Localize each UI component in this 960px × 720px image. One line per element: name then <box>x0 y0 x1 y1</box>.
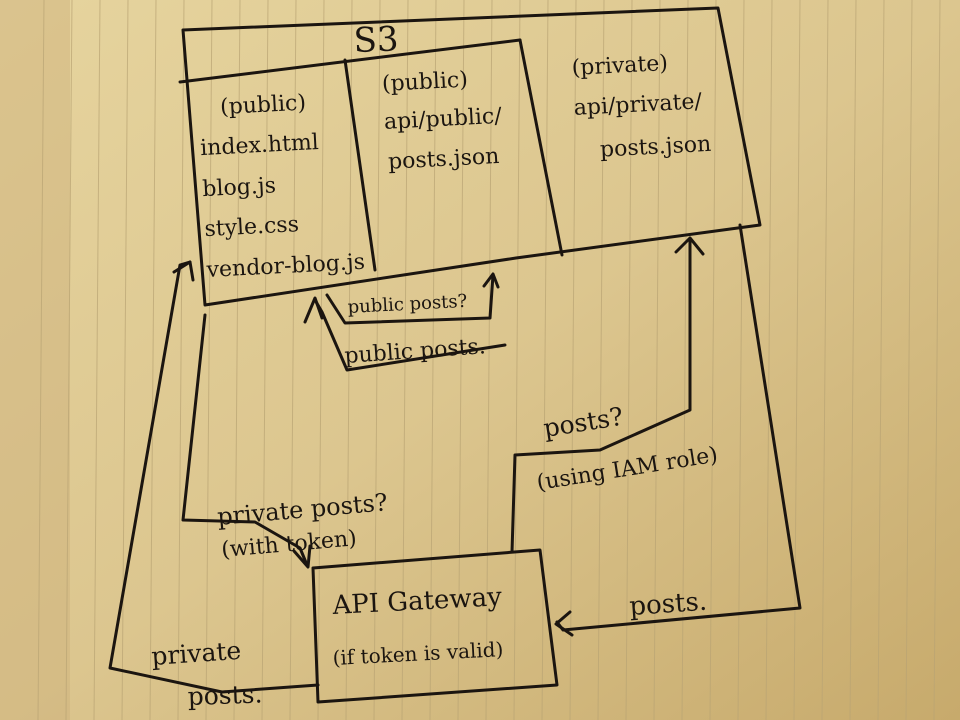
s3-title: S3 <box>353 19 399 61</box>
ruling-line <box>765 0 773 720</box>
ruling-line <box>569 0 577 720</box>
ruling-line <box>625 0 633 720</box>
ruling-line <box>541 0 549 720</box>
ruling-line <box>513 0 521 720</box>
s3-query-arrowhead <box>674 236 705 256</box>
label-s3-response: posts. <box>628 587 708 622</box>
ruling-line <box>317 0 325 720</box>
public-query-arrow <box>325 273 495 325</box>
label-private-response-2: posts. <box>187 679 263 711</box>
ruling-line <box>597 0 605 720</box>
ruling-line <box>289 0 297 720</box>
s3-header-divider <box>178 38 522 84</box>
file-index-html: index.html <box>200 130 320 161</box>
ruling-line <box>877 0 885 720</box>
col-private-api-tag: (private) <box>571 51 668 81</box>
ruling-line <box>457 0 465 720</box>
s3-response-arrowhead <box>554 610 574 637</box>
ruling-line <box>65 0 73 720</box>
ruling-line <box>737 0 745 720</box>
file-style-css: style.css <box>204 212 300 242</box>
public-query-arrowhead <box>482 272 500 289</box>
ruling-line <box>37 0 45 720</box>
col-private-api-path-2: posts.json <box>599 132 711 163</box>
notebook-ruling <box>37 0 941 720</box>
ruling-line <box>933 0 941 720</box>
ruling-line <box>93 0 101 720</box>
label-private-response-1: private <box>150 636 242 671</box>
col-public-api-tag: (public) <box>381 68 468 97</box>
col-public-api-path-2: posts.json <box>387 144 499 175</box>
ruling-line <box>345 0 353 720</box>
s3-column-divider-1 <box>343 58 377 272</box>
page-shadow <box>0 0 70 720</box>
ruling-line <box>849 0 857 720</box>
ruling-line <box>681 0 689 720</box>
col-public-tag: (public) <box>219 91 306 120</box>
ruling-line <box>821 0 829 720</box>
ruling-line <box>149 0 157 720</box>
ruling-line <box>233 0 241 720</box>
public-response-arrowhead <box>303 296 324 324</box>
s3-bucket-box <box>181 6 762 307</box>
ruling-line <box>261 0 269 720</box>
ruling-line <box>709 0 717 720</box>
ruling-line <box>793 0 801 720</box>
ruling-line <box>205 0 213 720</box>
ruling-line <box>429 0 437 720</box>
ruling-line <box>177 0 185 720</box>
ruling-line <box>373 0 381 720</box>
ruling-line <box>485 0 493 720</box>
private-query-arrowhead <box>292 544 312 569</box>
file-blog-js: blog.js <box>202 173 277 202</box>
s3-query-arrow <box>510 238 692 554</box>
ruling-line <box>905 0 913 720</box>
s3-column-divider-2 <box>518 38 564 257</box>
api-gateway-box <box>311 548 559 704</box>
private-response-arrow <box>108 260 320 694</box>
col-public-api-path-1: api/public/ <box>383 104 503 135</box>
private-response-arrowhead <box>172 260 195 282</box>
ruling-line <box>653 0 661 720</box>
private-query-arrow <box>181 313 309 567</box>
